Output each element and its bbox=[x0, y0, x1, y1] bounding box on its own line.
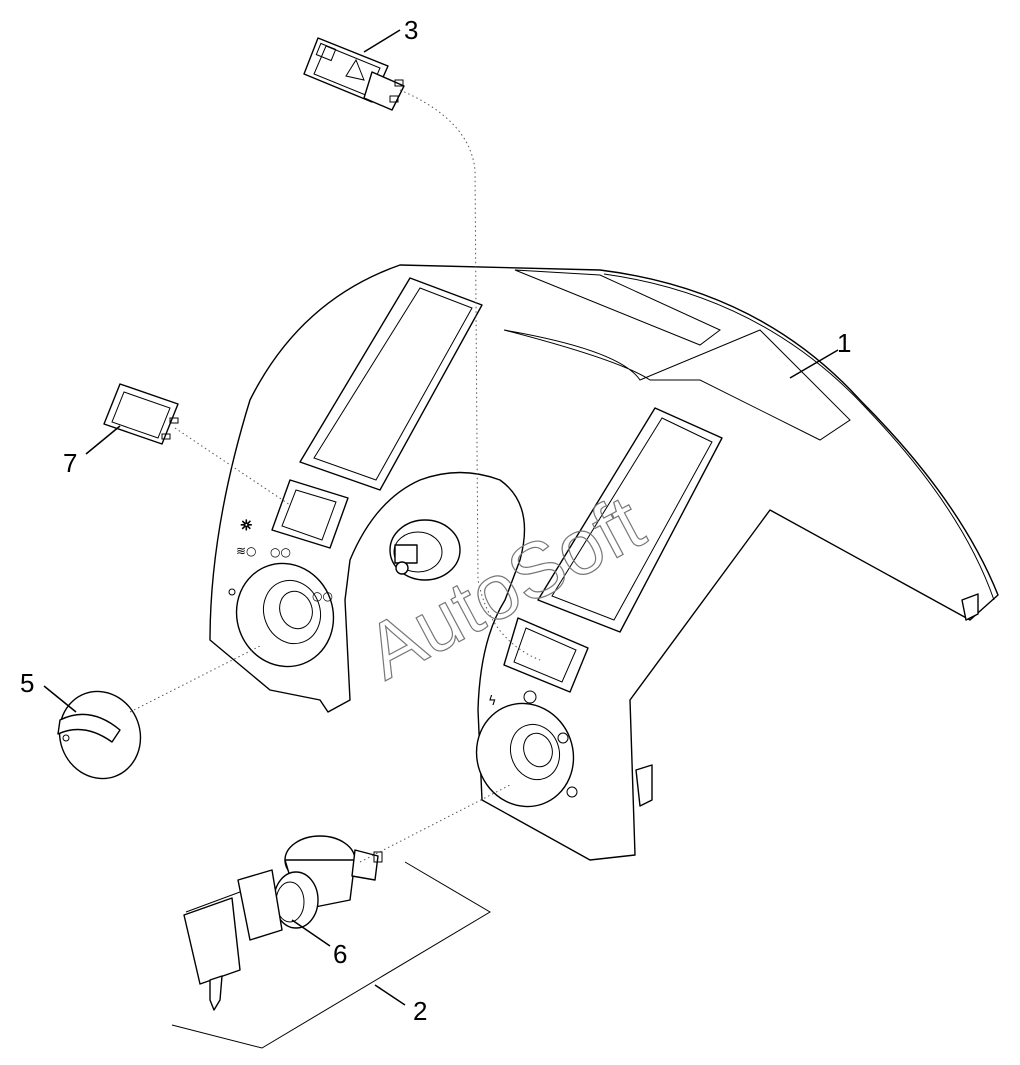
callout-3: 3 bbox=[404, 15, 418, 45]
rotary-knob bbox=[57, 690, 142, 780]
rotary-switch-center bbox=[389, 519, 461, 581]
indicator-switch bbox=[103, 383, 179, 445]
svg-text:☼: ☼ bbox=[240, 518, 253, 534]
callout-5: 5 bbox=[20, 668, 34, 698]
callout-6: 6 bbox=[333, 939, 347, 969]
hazard-switch bbox=[303, 37, 405, 111]
instrument-panel: ☼ ≋○ ○○ ○○ ϟ bbox=[209, 264, 999, 861]
assembly-lines bbox=[129, 89, 541, 863]
kit-bracket bbox=[171, 861, 491, 1049]
callout-1: 1 bbox=[837, 328, 851, 358]
svg-text:○○: ○○ bbox=[270, 545, 291, 559]
callout-7: 7 bbox=[63, 448, 77, 478]
callout-2: 2 bbox=[413, 996, 427, 1026]
svg-text:○○: ○○ bbox=[312, 589, 333, 603]
leader-lines bbox=[43, 29, 839, 1006]
ignition-key bbox=[183, 869, 283, 1011]
svg-text:≋○: ≋○ bbox=[236, 544, 257, 558]
svg-text:ϟ: ϟ bbox=[488, 694, 497, 709]
ignition-switch bbox=[273, 835, 383, 929]
